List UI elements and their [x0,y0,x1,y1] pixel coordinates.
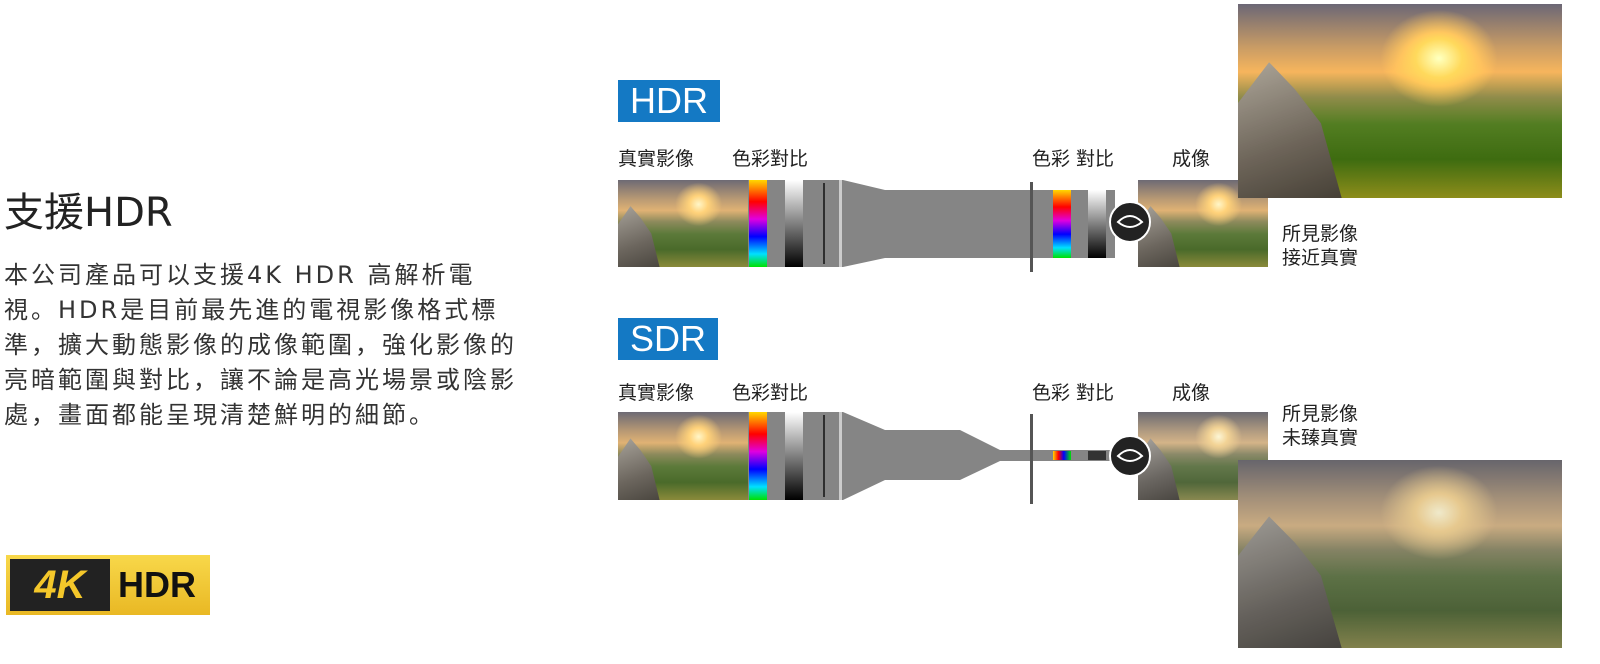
sdr-label-color1: 色彩對比 [732,382,809,404]
sdr-label-output: 成像 [1172,382,1211,404]
logo-hdr: HDR [118,564,196,605]
sdr-result-image [1238,460,1562,648]
logo-4k: 4K [10,559,110,611]
sdr-result-line2: 未臻真實 [1282,427,1359,449]
description: 本公司產品可以支援4K HDR 高解析電視。HDR是目前最先進的電視影像格式標準… [4,261,517,429]
hdr-badge: HDR [618,80,720,122]
hdr-label-color1: 色彩對比 [732,148,809,170]
eye-icon [1109,201,1151,243]
sdr-label-real: 真實影像 [618,382,695,404]
hdr-result-text: 所見影像接近真實 [1282,222,1358,270]
sdr-badge: SDR [618,318,719,360]
hdr-input-image [618,180,748,267]
page-title: 支援HDR [4,190,173,236]
hdr-label-color2: 色彩 對比 [1032,148,1115,170]
hdr-label-output: 成像 [1172,148,1211,170]
hdr-spectrum-out [1053,190,1071,258]
sdr-label-color2: 色彩 對比 [1032,382,1115,404]
hdr-grayscale-in [785,180,803,267]
sdr-result-line1: 所見影像 [1282,403,1359,425]
hdr-result-image [1238,4,1562,198]
hdr-spectrum-in [749,180,767,267]
sdr-result-text: 所見影像未臻真實 [1282,402,1358,450]
eye-icon [1109,435,1151,477]
hdr-pipeline [748,180,1151,272]
sdr-input-image [618,412,748,500]
hdr-result-line1: 所見影像 [1282,223,1359,245]
sdr-pipeline [748,412,1151,504]
hdr-result-line2: 接近真實 [1282,247,1359,269]
hdr-grayscale-out [1088,190,1106,258]
hdr-label-real: 真實影像 [618,148,695,170]
